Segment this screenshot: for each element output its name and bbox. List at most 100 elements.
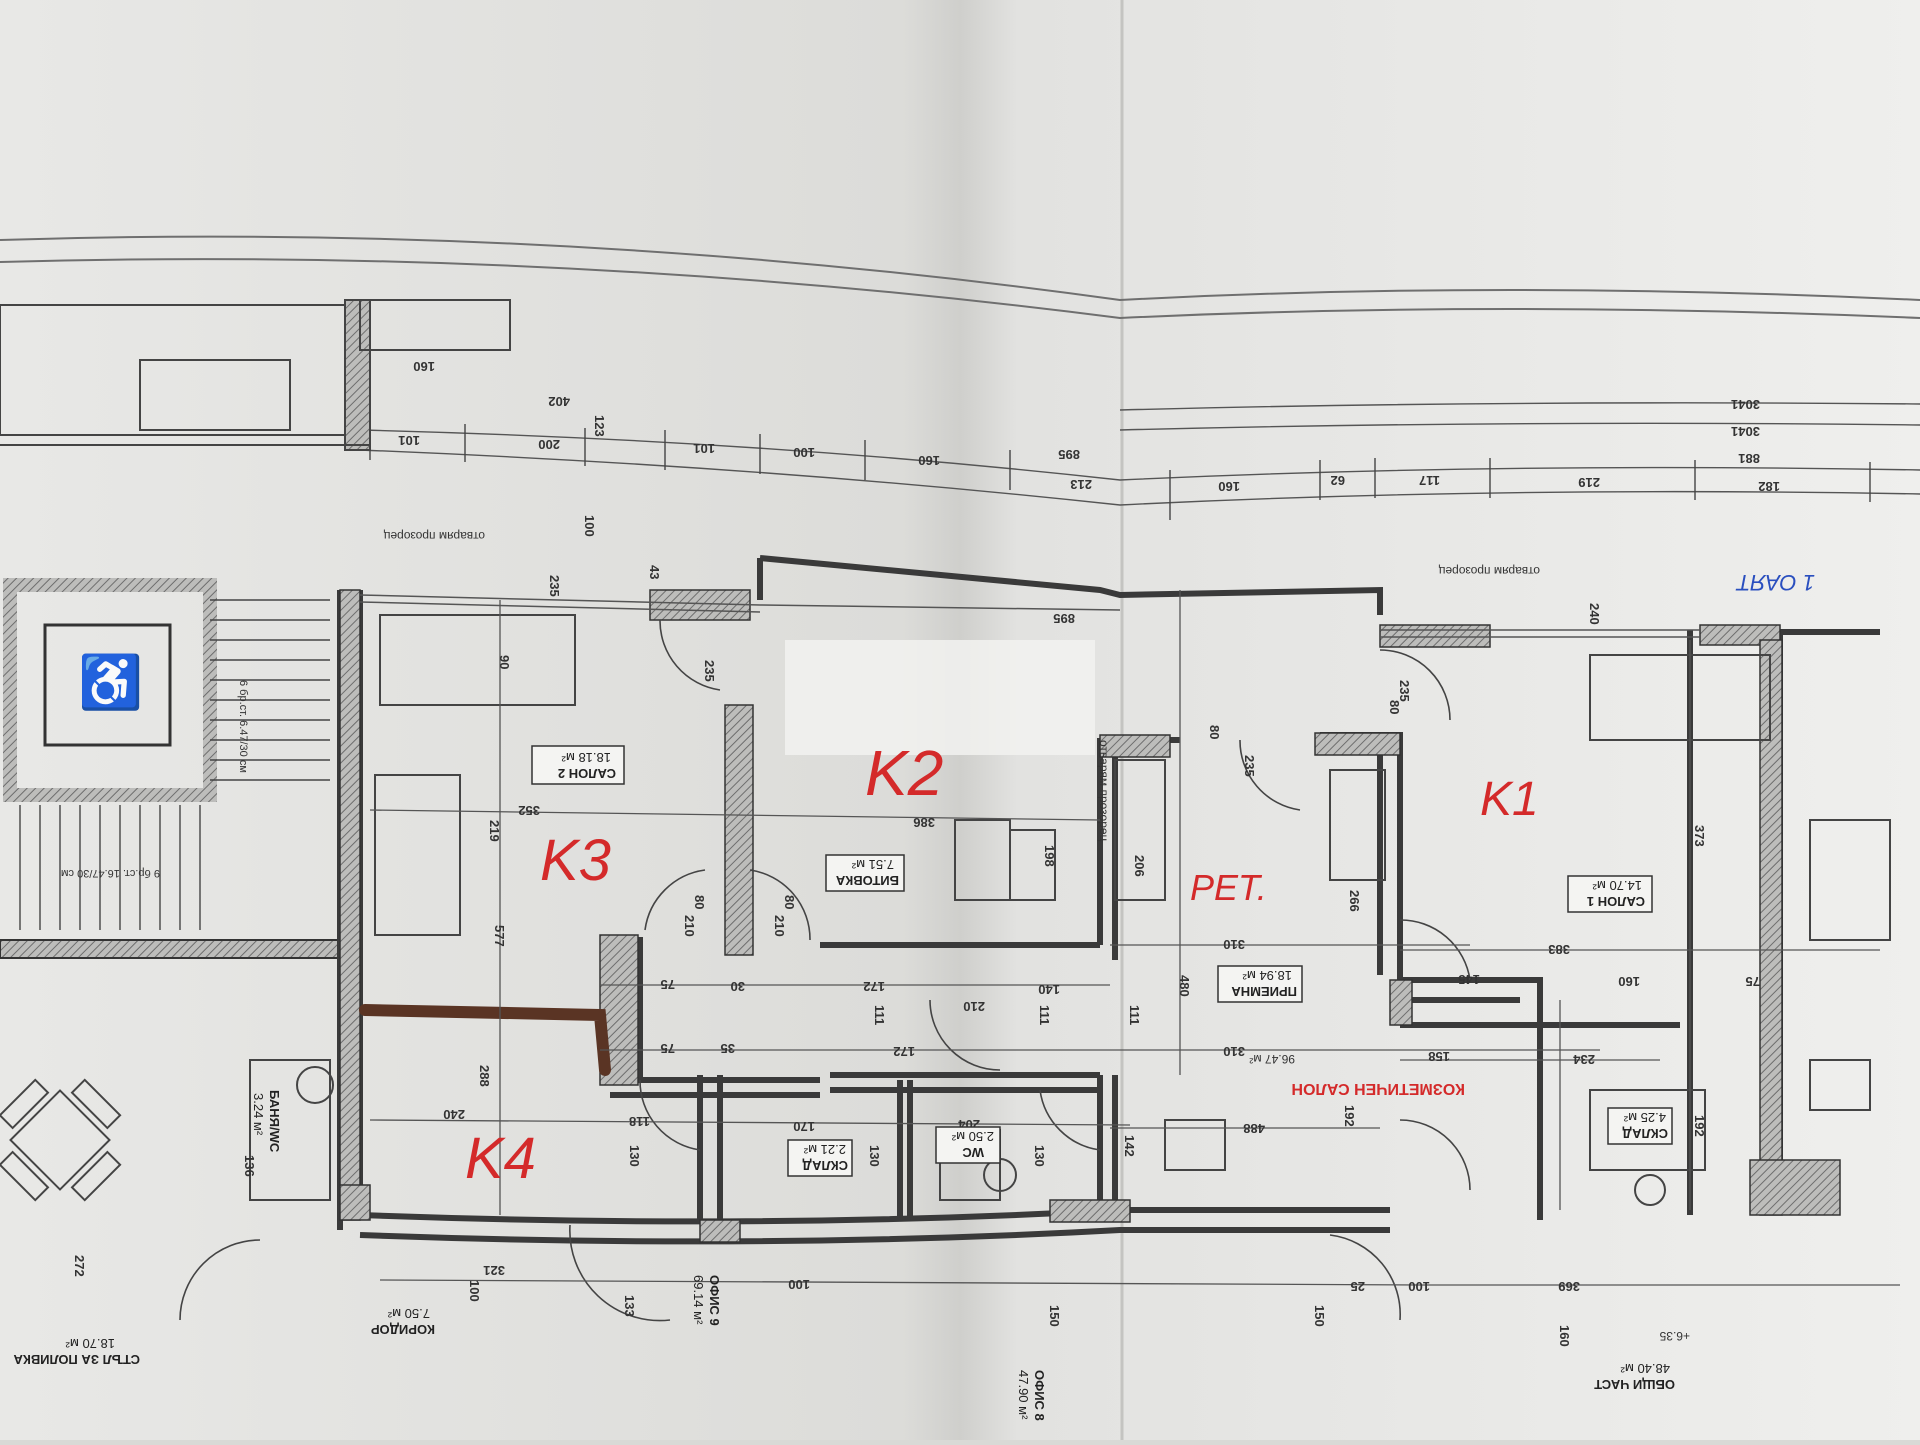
dim-142: 142 bbox=[1122, 1135, 1137, 1157]
dim-35: 35 bbox=[721, 1041, 735, 1056]
tape-patch bbox=[785, 640, 1095, 755]
dim-118: 118 bbox=[629, 1114, 650, 1129]
dim-240-b: 240 bbox=[443, 1107, 465, 1122]
svg-text:2.50 м²: 2.50 м² bbox=[951, 1129, 994, 1144]
svg-text:18.18 м²: 18.18 м² bbox=[561, 750, 611, 765]
elevation-mark: +6.35 bbox=[1659, 1329, 1690, 1343]
dim-top-6: 895 bbox=[1058, 447, 1080, 462]
dim-206: 206 bbox=[1132, 855, 1147, 877]
dim-100-b: 100 bbox=[788, 1277, 810, 1292]
windows bbox=[359, 594, 1700, 638]
dim-top-9: 62 bbox=[1331, 473, 1345, 488]
room-tag-banya: БАНЯ/WC 3.24 м² bbox=[251, 1090, 282, 1153]
interior-dimension-values: 160 402 123 100 235 43 895 240 90 352 21… bbox=[72, 359, 1760, 1347]
svg-text:47.90 м²: 47.90 м² bbox=[1016, 1370, 1031, 1420]
dim-123: 123 bbox=[592, 415, 607, 437]
dim-top-4: 100 bbox=[793, 445, 815, 460]
top-dimension-lines bbox=[359, 402, 1920, 506]
dim-150-b: 150 bbox=[1312, 1305, 1327, 1327]
wall-hatching bbox=[339, 589, 1841, 1243]
svg-text:СКЛАД: СКЛАД bbox=[1622, 1126, 1668, 1141]
dim-top-7: 213 bbox=[1070, 477, 1092, 492]
dim-75-c: 75 bbox=[661, 1041, 675, 1056]
dim-overall-1: 3041 bbox=[1731, 397, 1760, 412]
svg-text:48.40 м²: 48.40 м² bbox=[1620, 1361, 1670, 1376]
window-note-1: отварям прозорец bbox=[383, 529, 485, 543]
dim-80-a: 80 bbox=[692, 895, 707, 909]
room-tag-sklad1: СКЛАД 4.25 м² bbox=[1607, 1107, 1673, 1145]
dim-top-2: 200 bbox=[538, 437, 560, 452]
dim-240: 240 bbox=[1587, 603, 1602, 625]
dim-210-c: 210 bbox=[963, 999, 985, 1014]
svg-text:4.25 м²: 4.25 м² bbox=[1623, 1110, 1666, 1125]
print-labels: 96.47 м² отварям прозорец отварям прозор… bbox=[383, 529, 1690, 1343]
dim-136: 136 bbox=[242, 1155, 257, 1177]
room-tag-sklad2: СКЛАД 2.21 м² bbox=[787, 1139, 853, 1177]
dim-overall-2: 3041 bbox=[1731, 424, 1760, 439]
dim-75-b: 75 bbox=[1746, 974, 1760, 989]
dim-383: 383 bbox=[1548, 942, 1570, 957]
dim-43: 43 bbox=[647, 565, 662, 579]
furniture bbox=[0, 614, 1891, 1206]
dim-160-c: 160 bbox=[1557, 1325, 1572, 1347]
svg-text:14.70 м²: 14.70 м² bbox=[1592, 878, 1642, 893]
room-tag-bitovka: БИТОВКА 7.51 м² bbox=[825, 854, 905, 892]
svg-text:КОРИДОР: КОРИДОР bbox=[371, 1322, 435, 1337]
window-note-3: отварям прозорец bbox=[1097, 740, 1111, 842]
svg-text:18.94 м²: 18.94 м² bbox=[1242, 968, 1292, 983]
dim-75-a: 75 bbox=[661, 977, 675, 992]
door-swings bbox=[179, 619, 1471, 1322]
dim-160-b: 160 bbox=[1618, 974, 1640, 989]
dim-133: 133 bbox=[622, 1295, 637, 1317]
room-tag-koridor: КОРИДОР 7.50 м² bbox=[371, 1306, 435, 1337]
dim-80-b: 80 bbox=[782, 895, 797, 909]
dim-top-11: 219 bbox=[1578, 475, 1600, 490]
svg-text:БИТОВКА: БИТОВКА bbox=[835, 873, 899, 888]
salon-caption: КОЗМЕТИЧЕН САЛОН bbox=[1291, 1080, 1465, 1097]
dim-100-d: 100 bbox=[467, 1280, 482, 1302]
svg-text:СКЛАД: СКЛАД bbox=[802, 1158, 848, 1173]
svg-text:7.51 м²: 7.51 м² bbox=[851, 857, 894, 872]
dim-top-12: 182 bbox=[1758, 479, 1780, 494]
dim-210-b: 210 bbox=[772, 915, 787, 937]
dim-198: 198 bbox=[1042, 845, 1057, 867]
svg-text:САЛОН 1: САЛОН 1 bbox=[1587, 894, 1645, 909]
room-tag-ofis9: ОФИС 9 69.14 м² bbox=[691, 1275, 722, 1326]
dim-210-a: 210 bbox=[682, 915, 697, 937]
dim-90: 90 bbox=[497, 655, 512, 669]
handwritten-labels: K1 K2 K3 K4 PET. 1 ОАЯТ bbox=[465, 570, 1815, 1191]
svg-text:СТЪЛ ЗА ПОЛИВКА: СТЪЛ ЗА ПОЛИВКА bbox=[13, 1352, 140, 1367]
dim-top-5: 160 bbox=[918, 453, 940, 468]
label-k4: K4 bbox=[465, 1126, 536, 1191]
dim-111-c: 111 bbox=[1127, 1005, 1142, 1025]
dim-386: 386 bbox=[913, 815, 935, 830]
dim-235-a: 235 bbox=[547, 575, 562, 597]
room-tag-obshti: ОБЩИ ЧАСТ 48.40 м² bbox=[1594, 1361, 1675, 1392]
dim-130-b: 130 bbox=[867, 1145, 882, 1167]
dim-158: 158 bbox=[1428, 1049, 1450, 1064]
label-k2: K2 bbox=[865, 737, 943, 809]
room-tag-stairs: СТЪЛ ЗА ПОЛИВКА 18.70 м² bbox=[13, 1336, 140, 1367]
dim-369: 369 bbox=[1558, 1279, 1580, 1294]
removed-wall-mark bbox=[359, 1004, 611, 1076]
svg-text:WC: WC bbox=[962, 1145, 984, 1160]
dim-172-b: 172 bbox=[893, 1044, 915, 1059]
dim-288: 288 bbox=[477, 1065, 492, 1087]
dim-25: 25 bbox=[1351, 1279, 1365, 1294]
adjacent-unit-top bbox=[0, 299, 511, 451]
dim-top-3: 101 bbox=[693, 441, 715, 456]
dim-30: 30 bbox=[731, 979, 745, 994]
dim-310-a: 310 bbox=[1223, 937, 1245, 952]
dim-80-c: 80 bbox=[1387, 700, 1402, 714]
accessibility-icon: ♿ bbox=[78, 652, 143, 712]
room-tag-ofis8: ОФИС 8 47.90 м² bbox=[1016, 1370, 1047, 1421]
dim-895: 895 bbox=[1053, 611, 1075, 626]
total-area: 96.47 м² bbox=[1249, 1052, 1295, 1066]
dim-top-1: 101 bbox=[398, 433, 420, 448]
dim-266: 266 bbox=[1347, 890, 1362, 912]
dim-80-d: 80 bbox=[1207, 725, 1222, 739]
dim-235-b: 235 bbox=[702, 660, 717, 682]
top-dimension-values: 101 200 101 100 160 895 213 160 62 117 2… bbox=[398, 397, 1780, 494]
dim-overall-3: 881 bbox=[1738, 451, 1760, 466]
dim-111-a: 111 bbox=[872, 1005, 887, 1025]
